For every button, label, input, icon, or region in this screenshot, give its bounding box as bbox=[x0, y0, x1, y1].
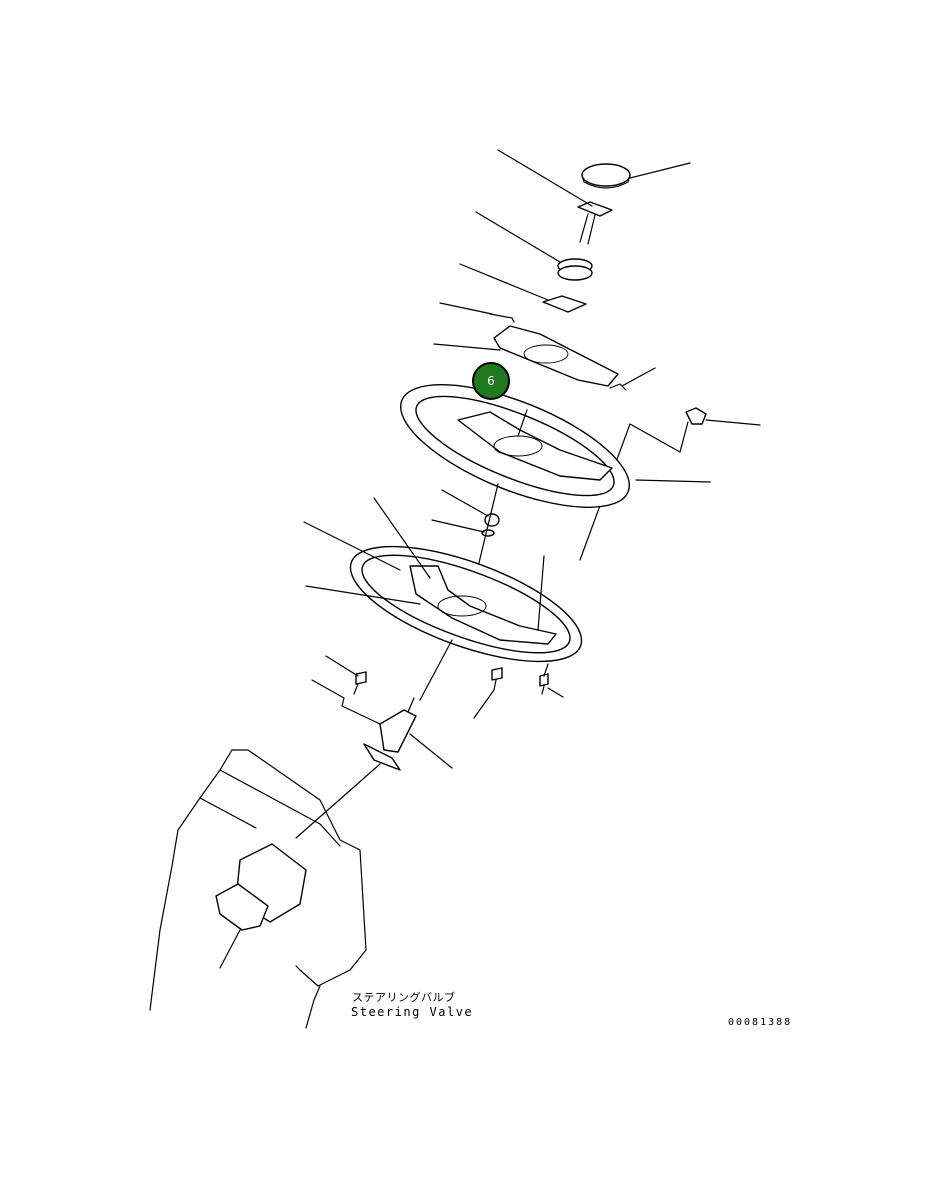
clip-right bbox=[609, 367, 656, 391]
screw-center bbox=[473, 667, 503, 719]
steering-wheel-upper bbox=[399, 384, 711, 508]
contact-plate bbox=[497, 149, 613, 245]
cushion bbox=[475, 211, 593, 281]
horn-cap bbox=[581, 162, 691, 189]
screw-right bbox=[539, 663, 564, 698]
steering-wheel-lower bbox=[303, 497, 583, 663]
callout-number-badge[interactable]: 6 bbox=[472, 362, 510, 400]
nut bbox=[441, 489, 500, 527]
horn-pad bbox=[433, 325, 619, 387]
steering-valve bbox=[149, 749, 367, 1029]
lock-washer bbox=[431, 519, 495, 537]
caption-japanese: ステアリングバルブ bbox=[352, 991, 456, 1004]
drawing-id: 00081388 bbox=[728, 1017, 793, 1028]
caption-english: Steering Valve bbox=[351, 1005, 474, 1019]
bolt bbox=[311, 655, 381, 725]
clip-left bbox=[439, 302, 515, 323]
washer-plate bbox=[459, 263, 587, 313]
steering-column bbox=[363, 639, 453, 771]
